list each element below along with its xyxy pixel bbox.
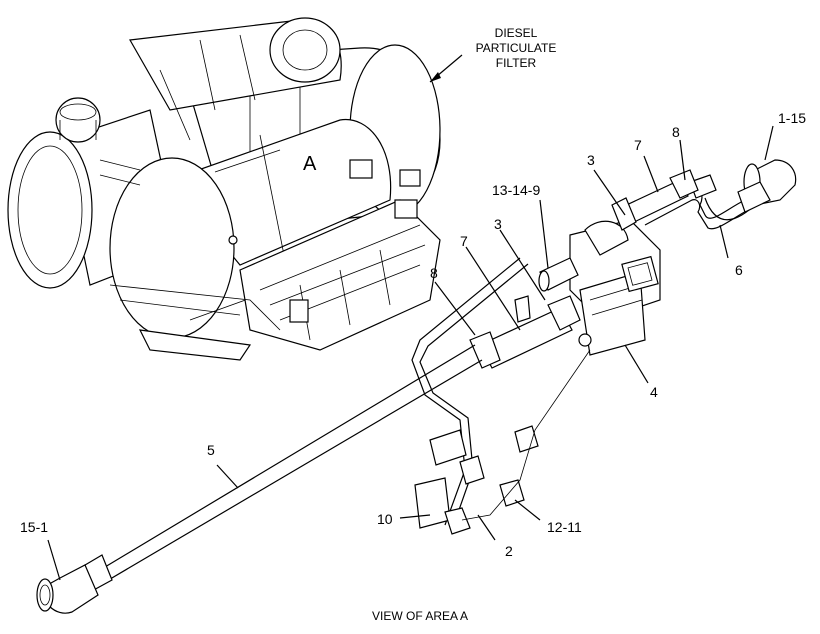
bracket-mount-10 — [414, 429, 471, 535]
callout-3-top: 3 — [587, 152, 595, 168]
callout-7-mid: 7 — [460, 233, 468, 249]
callout-8-mid: 8 — [430, 265, 438, 281]
leader-lines — [47, 125, 774, 581]
nut-mid — [459, 455, 485, 485]
sensor-wire — [461, 349, 591, 521]
pipe-5 — [79, 344, 483, 593]
dpf-label-line2: PARTICULATE — [476, 41, 557, 55]
dpf-label-line3: FILTER — [496, 56, 537, 70]
upper-canister — [129, 17, 342, 111]
callout-8-top: 8 — [672, 124, 680, 140]
filler-cap — [55, 97, 101, 143]
callout-12-11: 12-11 — [547, 519, 582, 535]
callout-6: 6 — [735, 262, 743, 278]
callout-4: 4 — [650, 384, 658, 400]
callout-13-14-9: 13-14-9 — [492, 182, 540, 198]
callout-10: 10 — [377, 511, 393, 527]
nut-12-11-upper — [514, 425, 539, 453]
view-caption: VIEW OF AREA A — [372, 609, 468, 623]
elbow-fitting-top-right — [737, 159, 797, 213]
callout-5: 5 — [207, 442, 215, 458]
callout-7-top: 7 — [634, 137, 642, 153]
hose-7-lower — [469, 295, 581, 369]
engine-block-details — [99, 34, 441, 361]
callout-1-15: 1-15 — [778, 110, 806, 126]
dpf-label-group: DIESEL PARTICULATE FILTER — [429, 26, 557, 83]
callout-2: 2 — [505, 543, 513, 559]
nozzle-13-14-9 — [538, 257, 579, 292]
elbow-fitting-bottom-left — [36, 564, 99, 614]
callout-3-mid: 3 — [494, 216, 502, 232]
main-front-canister — [109, 118, 392, 339]
engine-assembly: A — [7, 17, 441, 361]
callout-labels: 1-15 3 7 8 13-14-9 3 7 8 6 4 5 10 2 12-1… — [20, 110, 806, 559]
area-marker-a: A — [303, 153, 317, 175]
dpf-label-line1: DIESEL — [495, 26, 538, 40]
callout-15-1: 15-1 — [20, 519, 48, 535]
sensor-module — [569, 219, 661, 356]
nut-12-11-lower — [499, 479, 525, 507]
